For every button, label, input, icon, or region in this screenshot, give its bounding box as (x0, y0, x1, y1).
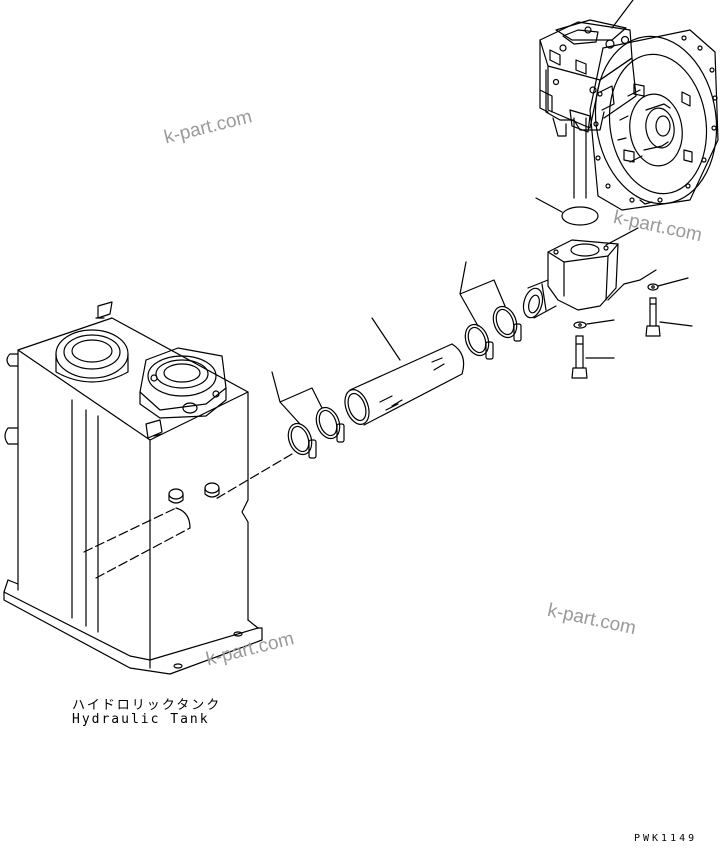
hydraulic-tank (3, 301, 263, 675)
hydraulic-pump (539, 0, 719, 211)
lower-clamp-leader (271, 371, 323, 425)
adapter-bolts (571, 277, 693, 379)
adapter-leader (605, 227, 639, 246)
tank-caption-japanese: ハイドロリックタンク (72, 698, 222, 713)
flange-bolt-holes (593, 35, 718, 203)
hose-leader (371, 317, 401, 361)
lower-hose-clamps (271, 371, 345, 459)
tank-caption-english: Hydraulic Tank (72, 712, 210, 727)
upper-hose-clamps (459, 261, 522, 360)
elbow-adapter (522, 227, 657, 319)
drawing-code: PWK1149 (634, 833, 698, 844)
pump-leader (611, 0, 634, 29)
gasket-leader (535, 197, 563, 213)
upper-clamp-leader (459, 261, 506, 327)
suction-hose (344, 317, 465, 426)
pump-suction-port (535, 117, 599, 226)
assembly-centerline (213, 453, 293, 501)
